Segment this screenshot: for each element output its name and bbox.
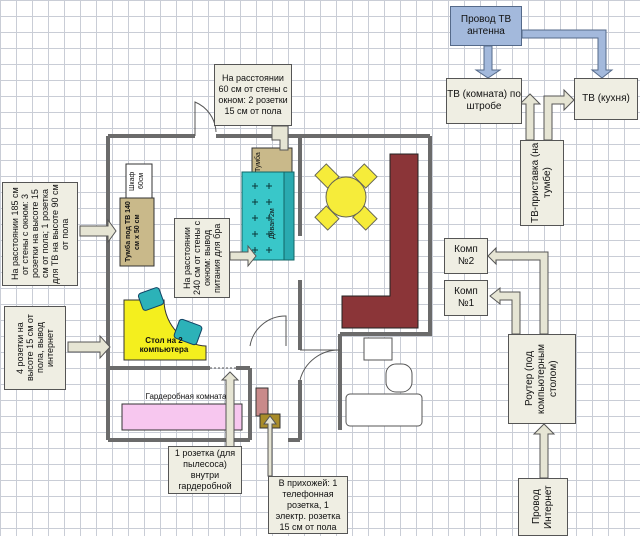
walls — [106, 134, 432, 442]
nightstand-label: Тумба — [255, 152, 262, 172]
router-text: Роутер (под компьютерным столом) — [524, 344, 559, 415]
comp2-box: Комп №2 — [444, 238, 488, 274]
internet-text: Провод Интернет — [531, 485, 554, 529]
settop-box: ТВ-приставка (на тумбе) — [520, 140, 564, 226]
tv-kitchen-box: ТВ (кухня) — [574, 78, 638, 120]
window-sockets-note: На расстоянии 60 см от стены с окном: 2 … — [214, 64, 292, 126]
chair-2 — [173, 318, 203, 346]
sofa-label: Диван 2м — [269, 208, 276, 240]
doors — [194, 101, 341, 381]
left-sockets-note: На расстоянии 185 см от стены с окном: 3… — [2, 182, 78, 286]
bed — [341, 153, 419, 329]
hallway-note: В прихожей: 1 телефонная розетка, 1 элек… — [268, 476, 348, 534]
tv-stand — [119, 197, 155, 267]
tv-stand-label: Тумба под ТВ 140 см х 50 см — [125, 201, 141, 263]
chair-1 — [137, 287, 165, 311]
internet-box: Провод Интернет — [518, 478, 568, 536]
sofa — [241, 171, 289, 261]
bed-power-note: На расстоянии 240 см от стены с окном: в… — [174, 218, 230, 298]
bed-power-text: На расстоянии 240 см от стены с окном: в… — [182, 220, 222, 296]
toilet — [385, 363, 413, 393]
sink — [363, 337, 393, 361]
desk-label: Стол на 2 компьютера — [139, 336, 189, 354]
wardrobe-label: Гардеробная комната — [145, 392, 227, 401]
vacuum-socket-note: 1 розетка (для пылесоса) внутри гардероб… — [168, 446, 242, 494]
tv-room-box: ТВ (комната) по штробе — [446, 78, 522, 124]
router-box: Роутер (под компьютерным столом) — [508, 334, 576, 424]
sofa-back — [283, 171, 295, 261]
settop-text: ТВ-приставка (на тумбе) — [530, 142, 553, 224]
dining-table — [314, 163, 378, 231]
sofa-pattern — [252, 183, 272, 253]
wardrobe-shelf — [121, 403, 243, 431]
internet-sockets-text: 4 розетки на высоте 15 см от пола, вывод… — [15, 314, 55, 382]
internet-sockets-note: 4 розетки на высоте 15 см от пола, вывод… — [4, 306, 66, 390]
hall-stand — [255, 387, 269, 417]
left-sockets-text: На расстоянии 185 см от стены с окном: 3… — [10, 184, 70, 284]
signal-arrows — [67, 88, 575, 479]
bathtub — [345, 393, 423, 427]
cabinet-label: Шкаф 60см — [129, 171, 145, 191]
nightstand — [251, 147, 293, 175]
antenna-box: Провод ТВ антенна — [450, 6, 522, 46]
comp1-box: Комп №1 — [444, 280, 488, 316]
network-links — [474, 29, 614, 79]
